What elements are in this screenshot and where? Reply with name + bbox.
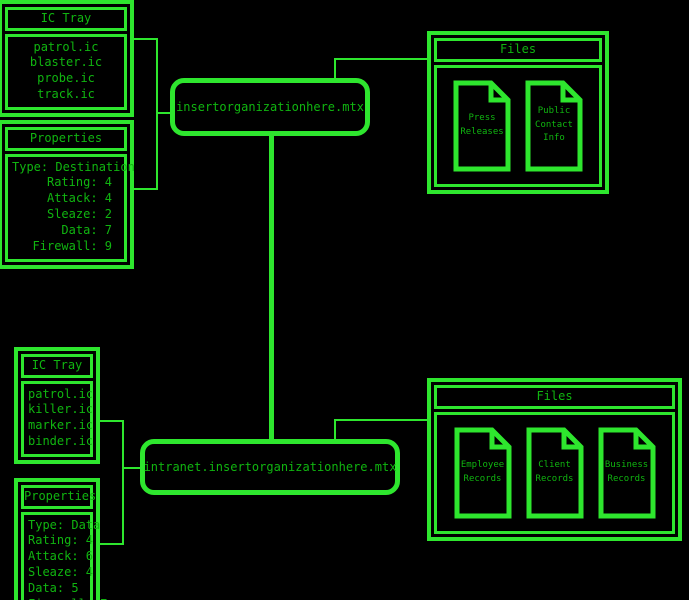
connector-bottom-properties-stub: [100, 543, 124, 545]
files-list-bottom: Employee Records Client Records Busine: [434, 411, 675, 534]
panel-properties-top[interactable]: Properties Type: Destination Rating: 4 A…: [0, 120, 135, 269]
list-item[interactable]: patrol.ic: [28, 386, 94, 401]
host-node-label: insertorganizationhere.mtx: [176, 100, 364, 114]
panel-title-properties-top: Properties: [5, 127, 127, 151]
files-list-top: Press Releases Public Contact Info: [434, 64, 602, 187]
connector-top-properties-stub: [134, 188, 158, 190]
panel-title-ic-tray-top: IC Tray: [5, 7, 127, 31]
list-item[interactable]: blaster.ic: [29, 55, 103, 70]
ic-tray-list-bottom: patrol.ic killer.ic marker.ic binder.ic: [21, 380, 94, 457]
connector-bottom-bracket: [122, 420, 124, 545]
host-node-intranet[interactable]: intranet.insertorganizationhere.mtx: [140, 439, 400, 495]
panel-ic-tray-top[interactable]: IC Tray patrol.ic blaster.ic probe.ic tr…: [0, 0, 134, 117]
property-row: Attack: 4: [46, 191, 112, 206]
connector-bottom-ictray-stub: [100, 420, 124, 422]
panel-title-files-bottom: Files: [434, 385, 675, 409]
file-icon[interactable]: Business Records: [598, 427, 656, 519]
property-row: Type: Destination: [12, 159, 135, 174]
panel-title-properties-bottom: Properties: [21, 485, 96, 509]
property-row: Firewall: 7: [28, 597, 107, 600]
list-item[interactable]: marker.ic: [28, 418, 94, 433]
file-icon[interactable]: Employee Records: [454, 427, 512, 519]
connector-top-bracket: [156, 38, 158, 190]
property-row: Firewall: 9: [32, 238, 112, 253]
list-item[interactable]: track.ic: [37, 87, 95, 102]
properties-list-bottom: Type: Data Rating: 4 Attack: 6 Sleaze: 4…: [21, 511, 107, 600]
property-row: Data: 7: [61, 222, 112, 237]
panel-title-files-top: Files: [434, 38, 602, 62]
panel-files-top[interactable]: Files Press Releases Public Contact Inf: [427, 31, 609, 194]
host-node-public[interactable]: insertorganizationhere.mtx: [170, 78, 370, 136]
connector-bottom-files-riser: [334, 419, 336, 445]
file-icon[interactable]: Press Releases: [453, 80, 511, 172]
file-icon[interactable]: Public Contact Info: [525, 80, 583, 172]
property-row: Type: Data: [28, 517, 101, 532]
panel-ic-tray-bottom[interactable]: IC Tray patrol.ic killer.ic marker.ic bi…: [14, 347, 100, 464]
property-row: Sleaze: 4: [28, 565, 94, 580]
file-icon[interactable]: Client Records: [526, 427, 584, 519]
connector-top-node-link: [156, 112, 178, 114]
panel-properties-bottom[interactable]: Properties Type: Data Rating: 4 Attack: …: [14, 478, 107, 600]
panel-files-bottom[interactable]: Files Employee Records Client Records: [427, 378, 682, 541]
connector-bottom-node-link: [122, 467, 144, 469]
connector-top-files-run: [334, 58, 429, 60]
list-item[interactable]: probe.ic: [37, 71, 95, 86]
property-row: Sleaze: 2: [46, 207, 112, 222]
host-node-label: intranet.insertorganizationhere.mtx: [143, 460, 397, 474]
connector-top-ictray-stub: [134, 38, 158, 40]
list-item[interactable]: binder.ic: [28, 434, 94, 449]
property-row: Rating: 4: [28, 533, 94, 548]
properties-list-top: Type: Destination Rating: 4 Attack: 4 Sl…: [5, 153, 135, 262]
connector-bottom-files-run: [334, 419, 429, 421]
connector-host-trunk: [269, 133, 274, 445]
panel-title-ic-tray-bottom: IC Tray: [21, 354, 93, 378]
list-item[interactable]: patrol.ic: [33, 39, 99, 54]
property-row: Rating: 4: [46, 175, 112, 190]
property-row: Data: 5: [28, 580, 79, 595]
list-item[interactable]: killer.ic: [28, 402, 94, 417]
property-row: Attack: 6: [28, 549, 94, 564]
connector-top-files-riser: [334, 58, 336, 80]
ic-tray-list-top: patrol.ic blaster.ic probe.ic track.ic: [5, 33, 127, 110]
